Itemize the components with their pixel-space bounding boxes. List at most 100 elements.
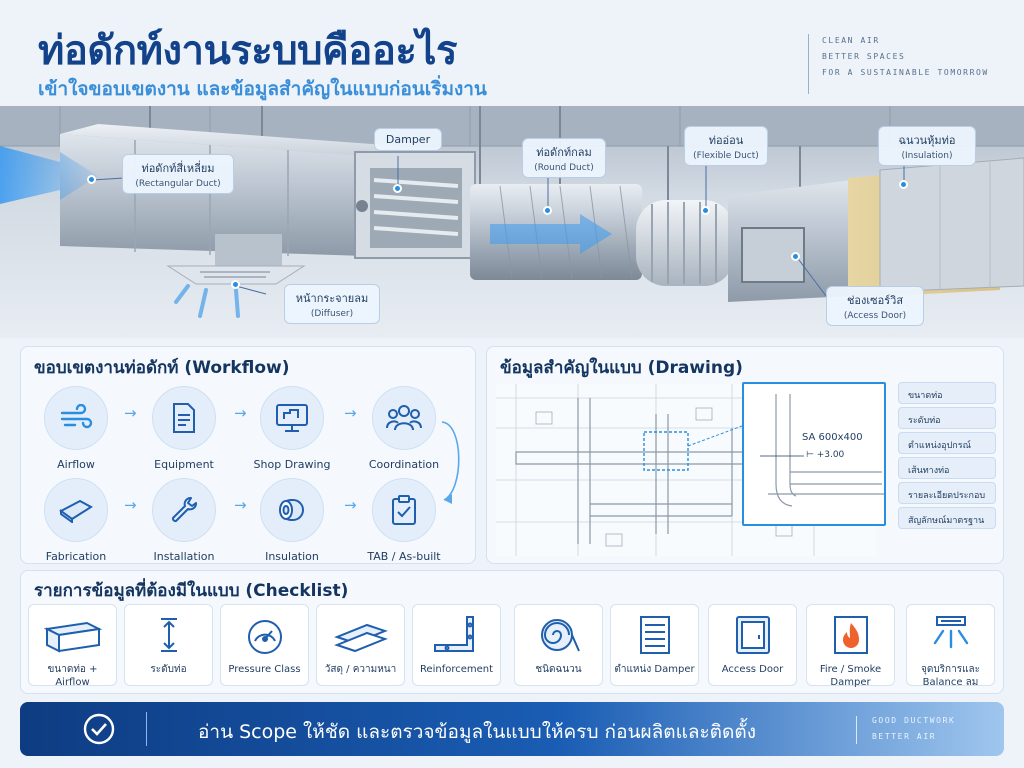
banner-tag-line: GOOD DUCTWORK	[872, 716, 956, 725]
people-icon	[372, 386, 436, 450]
workflow-step-installation: Installation	[134, 478, 234, 563]
callout-label-th: Damper	[385, 133, 431, 146]
callout-dot	[791, 252, 800, 261]
checklist-label: ตำแหน่ง Damper	[614, 664, 695, 675]
workflow-arrow-icon: →	[234, 404, 247, 422]
workflow-step-coordination: Coordination	[354, 386, 454, 471]
callout-label-th: ช่องเซอร์วิส	[846, 294, 904, 307]
tagline-line: FOR A SUSTAINABLE TOMORROW	[822, 68, 989, 77]
checklist-item: วัสดุ / ความหนา	[316, 604, 405, 686]
drawing-item: เส้นทางท่อ	[898, 457, 996, 479]
level-marker-icon: ⊢	[806, 450, 817, 460]
callout-diffuser: หน้ากระจายลม (Diffuser)	[284, 284, 380, 324]
workflow-step-insulation: Insulation	[242, 478, 342, 563]
check-circle-icon	[83, 713, 115, 745]
workflow-step-label: Equipment	[154, 458, 214, 471]
callout-label-th: ท่อดักท์สี่เหลี่ยม	[141, 162, 215, 175]
callout-label-en: (Round Duct)	[534, 163, 594, 173]
roll-icon	[260, 478, 324, 542]
callout-label-en: (Access Door)	[843, 311, 907, 321]
duct-system-illustration	[0, 106, 1024, 318]
workflow-step-equipment: Equipment	[134, 386, 234, 471]
checklist-item: Access Door	[708, 604, 797, 686]
callout-label-th: ฉนวนหุ้มท่อ	[898, 134, 956, 147]
monitor-icon	[260, 386, 324, 450]
callout-label-en: (Diffuser)	[310, 309, 354, 319]
workflow-step-label: Coordination	[368, 458, 440, 471]
sheet-metal-icon	[44, 478, 108, 542]
header: ท่อดักท์งานระบบคืออะไร เข้าใจขอบเขตงาน แ…	[0, 0, 1024, 106]
callout-damper: Damper	[374, 128, 442, 151]
detail-zoom-sketch	[760, 394, 884, 507]
checklist-title: รายการข้อมูลที่ต้องมีในแบบ (Checklist)	[34, 581, 349, 601]
gauge-icon	[247, 620, 282, 654]
checklist-label: ชนิดฉนวน	[535, 664, 582, 675]
drawing-item: ขนาดท่อ	[898, 382, 996, 404]
tagline-divider	[808, 34, 809, 94]
document-icon	[152, 386, 216, 450]
clipboard-check-icon	[372, 478, 436, 542]
callout-label-th: ท่อดักท์กลม	[536, 146, 592, 159]
workflow-arrow-icon: →	[124, 496, 137, 514]
workflow-arrow-icon: →	[344, 496, 357, 514]
duct-size-label: SA 600x400	[802, 432, 863, 443]
callout-access-door: ช่องเซอร์วิส (Access Door)	[826, 286, 924, 326]
drawing-item: สัญลักษณ์มาตรฐาน	[898, 507, 996, 529]
checklist-item: Fire / Smoke Damper	[806, 604, 895, 688]
drawing-detail-zoom: SA 600x400 ⊢ +3.00	[742, 382, 886, 526]
workflow-title: ขอบเขตงานท่อดักท์ (Workflow)	[34, 358, 290, 378]
checklist-item: Reinforcement	[412, 604, 501, 686]
banner-divider	[856, 716, 857, 744]
checklist-label: ขนาดท่อ + Airflow	[47, 664, 98, 688]
duct-level-label: ⊢ +3.00	[806, 450, 844, 460]
callout-round-duct: ท่อดักท์กลม (Round Duct)	[522, 138, 606, 178]
checklist-label: ระดับท่อ	[150, 664, 187, 675]
diffuser-icon	[933, 616, 968, 649]
metal-sheets-icon	[333, 623, 388, 653]
banner-message: อ่าน Scope ให้ชัด และตรวจข้อมูลในแบบให้ค…	[198, 721, 756, 743]
checklist-item: Pressure Class	[220, 604, 309, 686]
callout-flexible-duct: ท่ออ่อน (Flexible Duct)	[684, 126, 768, 166]
callout-label-en: (Flexible Duct)	[693, 151, 759, 161]
workflow-arrow-icon: →	[344, 404, 357, 422]
insulation-roll-icon	[540, 619, 580, 652]
callout-label-en: (Rectangular Duct)	[135, 179, 221, 189]
checklist-label: Reinforcement	[419, 664, 494, 675]
drawing-item: ตำแหน่งอุปกรณ์	[898, 432, 996, 454]
workflow-step-shop-drawing: Shop Drawing	[242, 386, 342, 471]
callout-insulation: ฉนวนหุ้มท่อ (Insulation)	[878, 126, 976, 166]
page-subtitle: เข้าใจขอบเขตงาน และข้อมูลสำคัญในแบบก่อนเ…	[38, 78, 487, 100]
drawing-title: ข้อมูลสำคัญในแบบ (Drawing)	[500, 358, 743, 378]
callout-dot	[543, 206, 552, 215]
checklist-item: ชนิดฉนวน	[514, 604, 603, 686]
page-title: ท่อดักท์งานระบบคืออะไร	[38, 28, 457, 74]
workflow-step-label: Insulation	[265, 550, 319, 563]
tagline-line: BETTER SPACES	[822, 52, 906, 61]
workflow-step-label: TAB / As-built	[367, 550, 441, 563]
banner-tag-line: BETTER AIR	[872, 732, 937, 741]
checklist-item: จุดบริการและ Balance ลม	[906, 604, 995, 688]
workflow-step-label: Airflow	[57, 458, 95, 471]
callout-label-en: (Insulation)	[901, 151, 953, 161]
callout-dot	[899, 180, 908, 189]
duct-level-value: +3.00	[816, 450, 845, 460]
workflow-step-tab-as-built: TAB / As-built	[354, 478, 454, 563]
bottom-banner: อ่าน Scope ให้ชัด และตรวจข้อมูลในแบบให้ค…	[20, 702, 1004, 756]
banner-divider	[146, 712, 147, 746]
callout-rectangular-duct: ท่อดักท์สี่เหลี่ยม (Rectangular Duct)	[122, 154, 234, 194]
callout-dot	[701, 206, 710, 215]
callout-dot	[231, 280, 240, 289]
checklist-item: ระดับท่อ	[124, 604, 213, 686]
checklist-label: Pressure Class	[228, 664, 301, 675]
tagline-line: CLEAN AIR	[822, 36, 880, 45]
checklist-label: Access Door	[721, 664, 784, 675]
workflow-step-airflow: Airflow	[26, 386, 126, 471]
fire-icon	[833, 616, 868, 654]
checklist-item: ตำแหน่ง Damper	[610, 604, 699, 686]
hero-duct-illustration: ท่อดักท์สี่เหลี่ยม (Rectangular Duct) Da…	[0, 106, 1024, 338]
drawing-item: รายละเอียดประกอบ	[898, 482, 996, 504]
workflow-step-label: Installation	[153, 550, 215, 563]
wind-icon	[44, 386, 108, 450]
duct-box-icon	[43, 621, 102, 653]
workflow-arrow-icon: →	[234, 496, 247, 514]
